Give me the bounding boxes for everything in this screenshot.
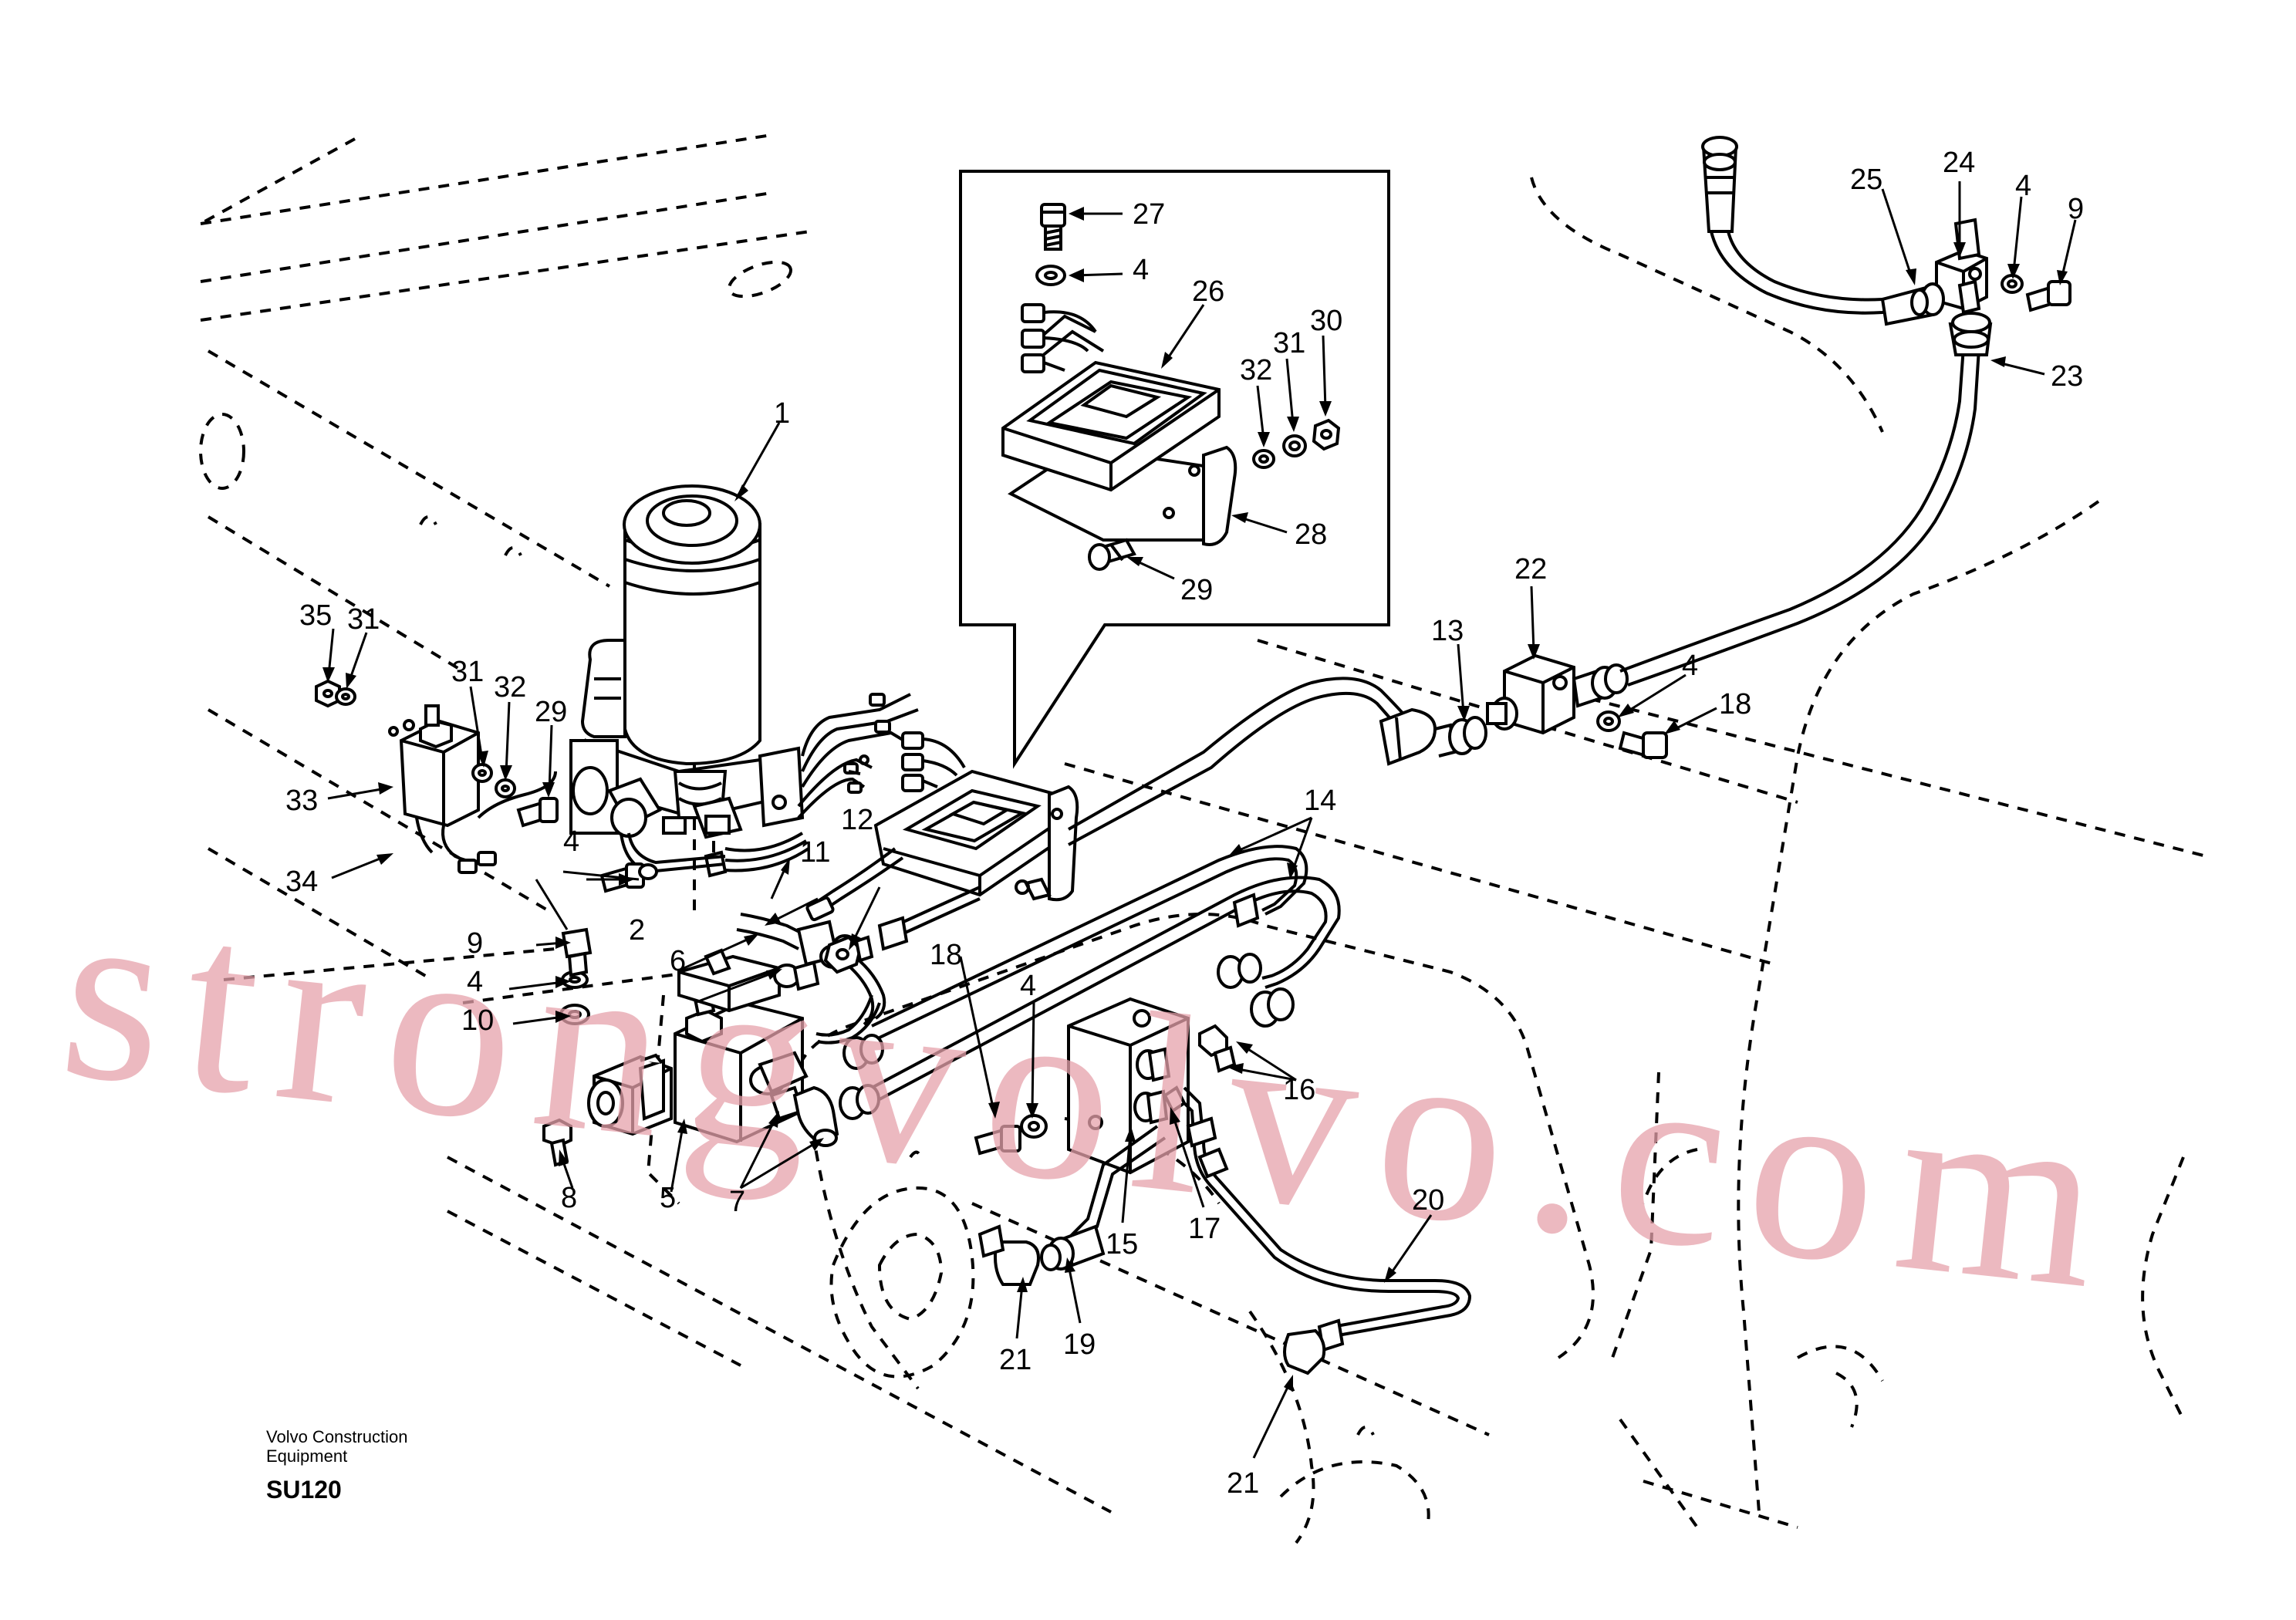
callout-31: 31: [451, 656, 484, 688]
drawing-code: SU120: [266, 1476, 342, 1504]
callout-7: 7: [729, 1186, 745, 1218]
fasteners-center: [974, 1114, 1048, 1156]
callout-14: 14: [1304, 785, 1336, 817]
footer-line-2: Equipment: [266, 1446, 347, 1466]
switch-33: [388, 704, 557, 874]
callout-20: 20: [1412, 1184, 1444, 1217]
callout-29: 29: [535, 696, 567, 728]
callout-4: 4: [1682, 650, 1698, 682]
callout-4: 4: [1133, 254, 1149, 286]
inset-hardware: [1035, 203, 1341, 571]
callout-5: 5: [660, 1182, 676, 1214]
callout-18: 18: [930, 939, 962, 971]
callout-8: 8: [561, 1182, 577, 1214]
watermark: strongvolvo.com: [51, 848, 2135, 1344]
callout-9: 9: [467, 927, 483, 960]
hoses-14: [736, 845, 1341, 1120]
callout-9: 9: [2068, 193, 2084, 225]
filter-pump-assembly: [569, 484, 919, 878]
block-15: [1067, 997, 1237, 1175]
callout-23: 23: [2051, 360, 2083, 393]
callout-1: 1: [774, 397, 790, 430]
callout-11: 11: [800, 836, 830, 869]
tube-20: [977, 1086, 1472, 1375]
footer-line-1: Volvo Construction: [266, 1427, 407, 1446]
callout-4: 4: [467, 966, 483, 998]
callout-18: 18: [1719, 688, 1751, 721]
callout-34: 34: [285, 866, 318, 898]
callout-25: 25: [1850, 164, 1882, 196]
callout-30: 30: [1310, 305, 1342, 337]
fasteners-block-22: [1596, 710, 1668, 759]
callout-28: 28: [1295, 518, 1327, 551]
callout-29: 29: [1180, 574, 1213, 606]
detail-callout-box: [959, 170, 1390, 769]
callout-26: 26: [1192, 275, 1224, 308]
callout-21: 21: [999, 1344, 1032, 1376]
callout-24: 24: [1943, 147, 1975, 179]
callout-21: 21: [1227, 1467, 1259, 1500]
callout-15: 15: [1106, 1228, 1138, 1261]
callout-labels: 1 27 4 26 32 31 30 28 29 25 24 4 9 23 22…: [285, 147, 2084, 1500]
callout-31: 31: [1273, 327, 1305, 359]
callout-31: 31: [347, 603, 380, 636]
callout-13: 13: [1431, 615, 1464, 647]
controller-unit: [805, 731, 1079, 922]
callout-35: 35: [299, 599, 332, 632]
callout-33: 33: [285, 785, 318, 817]
callout-6: 6: [670, 945, 686, 977]
footer: Volvo Construction Equipment SU120: [266, 1427, 407, 1504]
callout-16: 16: [1283, 1074, 1315, 1106]
callout-2: 2: [629, 914, 645, 947]
leader-lines: [322, 181, 2077, 1459]
machine-outline: [199, 133, 2207, 1544]
callout-22: 22: [1514, 553, 1547, 586]
block-22: [1486, 653, 1629, 735]
callout-12: 12: [841, 804, 873, 836]
callout-10: 10: [461, 1004, 494, 1037]
hose-23: [1619, 312, 1993, 687]
callout-32: 32: [1240, 354, 1272, 386]
valve-block-5: [542, 927, 839, 1167]
inset-controller-assembly: [1001, 303, 1237, 546]
callout-19: 19: [1063, 1328, 1096, 1361]
fasteners-top-right: [2001, 274, 2071, 312]
callout-27: 27: [1133, 198, 1165, 231]
callout-17: 17: [1188, 1213, 1221, 1245]
hose-to-fitting-13: [1068, 677, 1487, 846]
callout-4: 4: [2015, 170, 2031, 202]
callout-32: 32: [494, 671, 526, 704]
callout-4: 4: [563, 825, 579, 858]
callout-4: 4: [1020, 970, 1036, 1002]
